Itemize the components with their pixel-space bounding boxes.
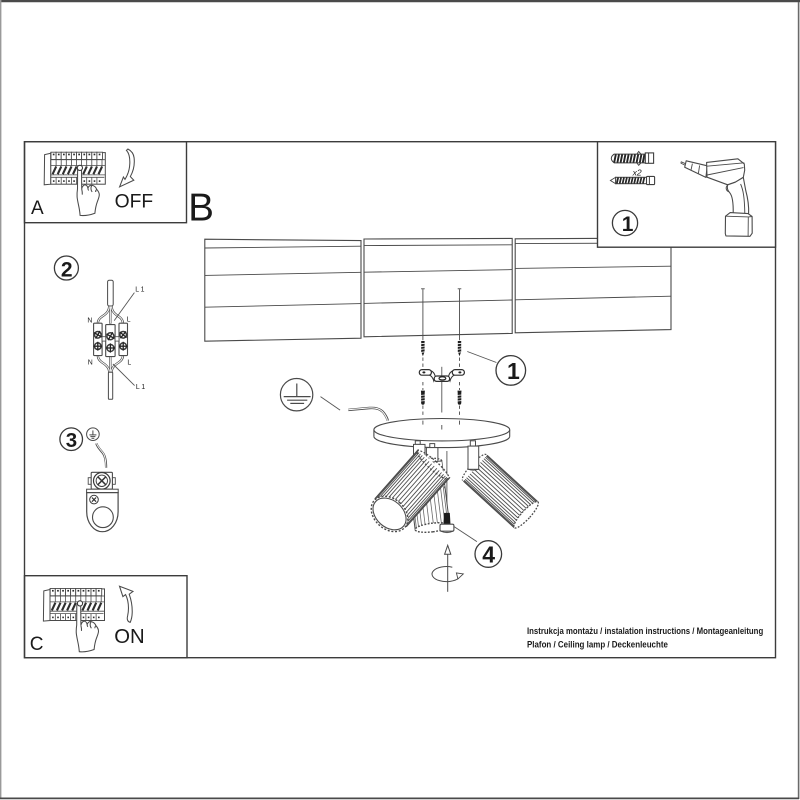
svg-text:N: N bbox=[87, 317, 92, 324]
svg-text:4: 4 bbox=[482, 541, 495, 567]
svg-text:L 1: L 1 bbox=[136, 384, 145, 391]
svg-text:L 1: L 1 bbox=[135, 286, 144, 293]
svg-text:ON: ON bbox=[114, 626, 144, 648]
svg-text:A: A bbox=[31, 198, 44, 219]
svg-text:C: C bbox=[30, 634, 44, 655]
svg-text:1: 1 bbox=[507, 358, 520, 384]
svg-text:Plafon / Ceiling lamp / Decken: Plafon / Ceiling lamp / Deckenleuchte bbox=[527, 639, 668, 649]
svg-text:x2: x2 bbox=[632, 168, 642, 178]
svg-text:3: 3 bbox=[66, 429, 77, 452]
svg-text:OFF: OFF bbox=[115, 191, 154, 212]
svg-text:2: 2 bbox=[61, 259, 73, 282]
svg-text:N: N bbox=[88, 360, 93, 367]
svg-text:Instrukcja montażu / instalati: Instrukcja montażu / instalation instruc… bbox=[527, 626, 763, 636]
svg-text:L: L bbox=[127, 360, 131, 367]
svg-text:B: B bbox=[188, 187, 214, 230]
svg-text:1: 1 bbox=[622, 213, 634, 236]
svg-text:L: L bbox=[127, 316, 131, 323]
